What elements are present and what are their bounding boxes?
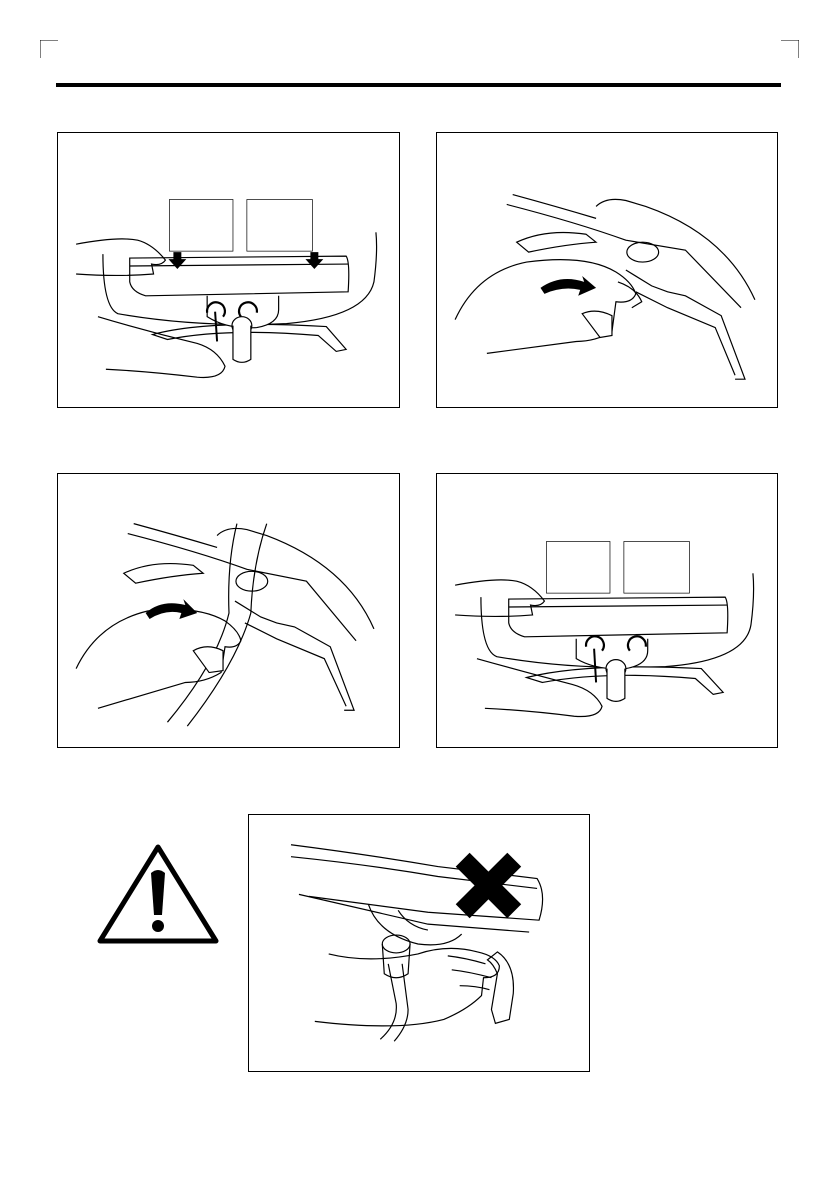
illustration-panel-3 <box>57 473 400 748</box>
illustration-panel-5-warning <box>248 814 590 1072</box>
cable-clip-removal-illustration <box>437 133 777 407</box>
label-box-right <box>247 200 313 252</box>
label-box-left <box>169 200 233 252</box>
cable-routing-illustration <box>58 474 399 747</box>
label-box-left <box>546 542 610 594</box>
illustration-panel-1 <box>57 132 400 408</box>
header-rule <box>56 83 781 87</box>
tighten-screws-illustration <box>437 474 777 747</box>
label-box-right <box>624 542 690 594</box>
illustration-panel-2 <box>436 132 778 408</box>
stand-screw-illustration <box>58 133 399 407</box>
crop-mark-top-right <box>781 40 799 58</box>
illustration-panel-4 <box>436 473 778 748</box>
crop-mark-top-left <box>40 40 58 58</box>
pinch-hazard-illustration <box>249 815 589 1071</box>
warning-triangle-icon <box>96 843 220 945</box>
